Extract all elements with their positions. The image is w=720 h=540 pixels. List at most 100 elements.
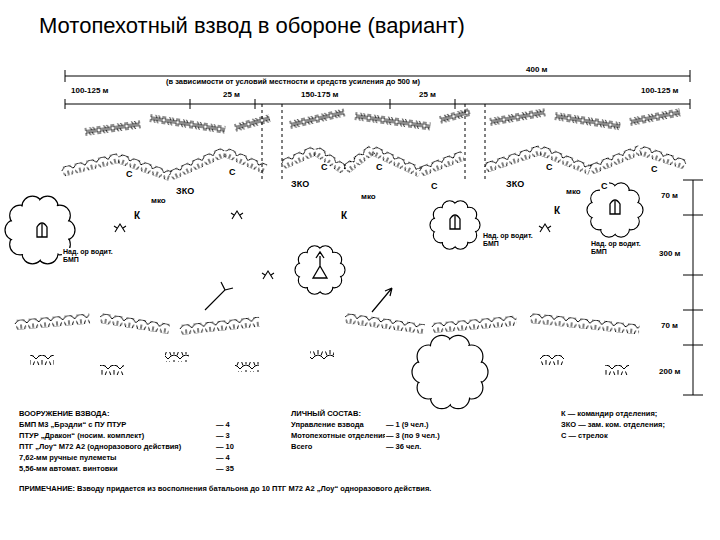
second-trench-part [529, 313, 639, 334]
barbed-wire-part [554, 112, 620, 130]
position-letter: К [340, 210, 348, 221]
table-cell: 5,56-мм автомат. винтовки [18, 465, 119, 473]
position-note: мко [150, 197, 167, 206]
bushes-part [295, 246, 345, 294]
rear-positions-part [310, 350, 334, 360]
vehicle-note: Над. ор водит. БМП [482, 232, 539, 247]
front-trench-part [280, 146, 317, 170]
position-letter: С [600, 182, 609, 192]
front-trench-part [418, 151, 465, 177]
table-cell: ПТГ „Лоу“ М72 А2 (одноразового действия) [18, 443, 182, 451]
front-trench-part-part [483, 145, 541, 172]
fighting-positions-part [262, 271, 274, 279]
table-cell: — 4 [215, 454, 231, 462]
dimension-lines-part [65, 99, 690, 109]
barbed-wire-part [629, 108, 681, 126]
fighting-positions-part [114, 224, 126, 232]
barbed-wire-part-part [439, 108, 471, 124]
dimension-lines [65, 70, 703, 395]
barbed-wire-part-part [84, 120, 141, 136]
second-trench-part-part [529, 313, 639, 334]
rear-positions-part [100, 365, 124, 375]
front-trench-part-part [538, 145, 592, 175]
front-trench-part-part [370, 145, 422, 176]
position-letter: С [320, 163, 329, 173]
rear-positions [30, 350, 629, 375]
front-trench-part [538, 145, 592, 175]
barbed-wire [84, 108, 680, 136]
table-cell: — 4 [215, 421, 231, 429]
front-trench-part [588, 145, 642, 175]
table-cell: БМП М3 „Брэдли“ с ПУ ПТУР [18, 421, 127, 429]
dimension-label: 400 м [525, 66, 549, 75]
position-letter: ЗКО [290, 180, 310, 190]
rear-positions-part [235, 362, 259, 372]
position-letter: С [375, 163, 384, 173]
position-letter: С [650, 165, 659, 175]
front-trench-part-part [588, 145, 642, 175]
second-trench-part-part [432, 316, 518, 333]
front-trench-part [61, 153, 120, 177]
second-trench [15, 313, 640, 335]
platoon-command-post [313, 252, 327, 278]
dimension-label: 100-125 м [70, 87, 110, 96]
table-cell: Мотопехотные отделения [290, 432, 388, 440]
table-cell: — 1 (9 чел.) [385, 421, 429, 429]
table-cell: — 3 (по 9 чел.) [385, 432, 441, 440]
position-letter: С [228, 168, 237, 178]
front-trench-part [116, 153, 171, 180]
table-cell: 7,62-мм ручные пулеметы [18, 454, 118, 462]
front-trench-part-part [418, 151, 465, 177]
rear-positions-part [540, 355, 564, 365]
dimension-note: (в зависимости от условий местности и ср… [165, 78, 421, 86]
table-cell: — 10 [215, 443, 235, 451]
position-letter: С [430, 182, 439, 192]
front-trench-part-part [280, 146, 317, 170]
vehicle-symbols-part [610, 200, 620, 214]
dimension-label: 70 м [660, 322, 679, 331]
dimension-label: 25 м [222, 91, 241, 100]
dimension-lines-part [262, 104, 485, 182]
barbed-wire-part [234, 114, 271, 132]
second-trench-part [432, 316, 518, 333]
bushes-part [412, 335, 488, 408]
fire-sectors-part [372, 288, 392, 312]
front-trench-part [342, 146, 375, 174]
barbed-wire-part [149, 114, 225, 134]
position-letter: К [133, 210, 141, 221]
front-trench-part-part [312, 146, 347, 174]
barbed-wire-part [289, 109, 345, 129]
front-trench-part [370, 145, 422, 176]
table-cell: Управление взвода [290, 421, 365, 429]
table-heading: ЛИЧНЫЙ СОСТАВ: [290, 410, 362, 418]
fighting-positions-part [231, 211, 243, 219]
table-cell: — 36 чел. [385, 443, 422, 451]
dimension-label: 150-175 м [300, 91, 340, 100]
second-trench-part-part [179, 317, 260, 335]
barbed-wire-part [354, 112, 430, 130]
barbed-wire-part-part [354, 112, 430, 130]
platoon-command-post-part [313, 252, 327, 278]
second-trench-part-part [344, 313, 425, 334]
barbed-wire-part [489, 108, 546, 126]
barbed-wire-part-part [289, 109, 345, 129]
table-cell: — 3 [215, 432, 231, 440]
position-letter: С [545, 163, 554, 173]
dimension-label: 25 м [418, 91, 437, 100]
second-trench-part-part [15, 313, 91, 329]
table-cell: — 35 [215, 465, 235, 473]
key-text: С — стрелок [560, 432, 609, 440]
key-text: К — командир отделения; [560, 410, 658, 418]
front-trench-part-part [342, 146, 375, 174]
vehicle-note: Над. ор водит. БМП [590, 240, 647, 255]
front-trench-part-part [168, 147, 227, 181]
second-trench-part [15, 313, 91, 329]
barbed-wire-part-part [629, 108, 681, 126]
fighting-positions [114, 211, 551, 279]
barbed-wire-part-part [554, 112, 620, 130]
front-trench [61, 145, 687, 180]
front-trench-part-part [116, 153, 171, 180]
dimension-label: 200 м [658, 368, 682, 377]
dimension-label: 300 м [658, 250, 682, 259]
position-letter: С [125, 170, 134, 180]
